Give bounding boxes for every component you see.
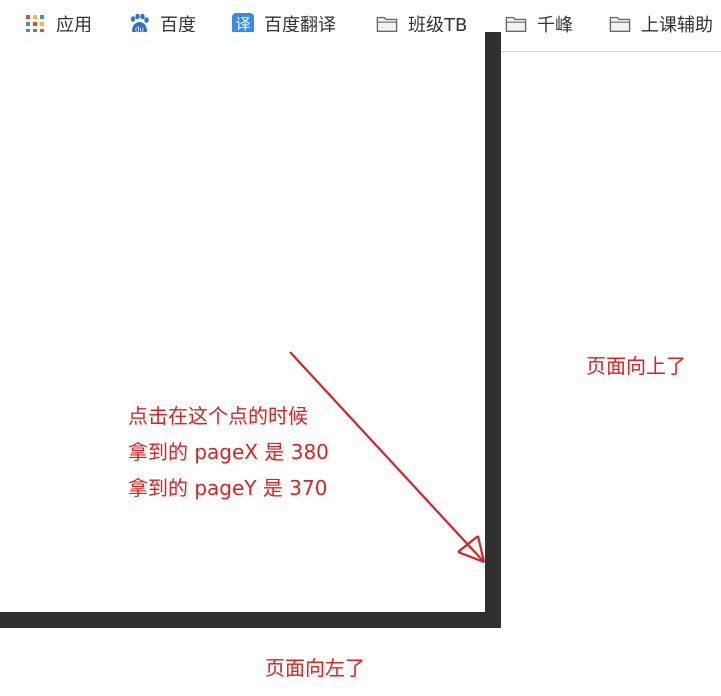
folder-icon — [609, 13, 631, 35]
bookmark-baidu-translate-label: 百度翻译 — [264, 15, 336, 36]
bookmark-folder-qianfeng[interactable]: 千峰 — [505, 10, 573, 38]
page-content: 点击在这个点的时候 拿到的 pageX 是 380 拿到的 pageY 是 37… — [0, 32, 721, 696]
baidu-translate-icon: 译 — [232, 13, 254, 35]
folder-icon — [376, 13, 398, 35]
page-up-annotation: 页面向上了 — [586, 354, 686, 378]
annotation-line-2: 拿到的 pageX 是 380 — [128, 440, 329, 464]
bookmark-apps-label: 应用 — [56, 15, 92, 36]
translate-glyph: 译 — [235, 15, 251, 33]
scrolled-page-box — [0, 32, 501, 628]
bookmark-apps[interactable]: 应用 — [24, 10, 92, 38]
bookmark-folder-class-assist[interactable]: 上课辅助 — [609, 10, 713, 38]
annotation-line-1: 点击在这个点的时候 — [128, 404, 308, 428]
bookmark-baidu[interactable]: du 百度 — [128, 10, 196, 38]
folder-icon — [505, 13, 527, 35]
bookmark-folder-qianfeng-label: 千峰 — [537, 15, 573, 36]
baidu-paw-icon: du — [128, 13, 150, 35]
bookmark-folder-class-tb[interactable]: 班级TB — [376, 10, 467, 38]
apps-grid-icon — [24, 13, 46, 35]
bookmark-baidu-label: 百度 — [160, 15, 196, 36]
bookmark-folder-class-tb-label: 班级TB — [408, 15, 468, 36]
baidu-du-text: du — [135, 26, 144, 34]
bookmark-folder-class-assist-label: 上课辅助 — [641, 15, 713, 36]
bookmark-baidu-translate[interactable]: 译 百度翻译 — [232, 10, 336, 38]
page-left-annotation: 页面向左了 — [265, 656, 365, 680]
annotation-line-3: 拿到的 pageY 是 370 — [128, 476, 328, 500]
click-annotation: 点击在这个点的时候 拿到的 pageX 是 380 拿到的 pageY 是 37… — [128, 398, 329, 506]
